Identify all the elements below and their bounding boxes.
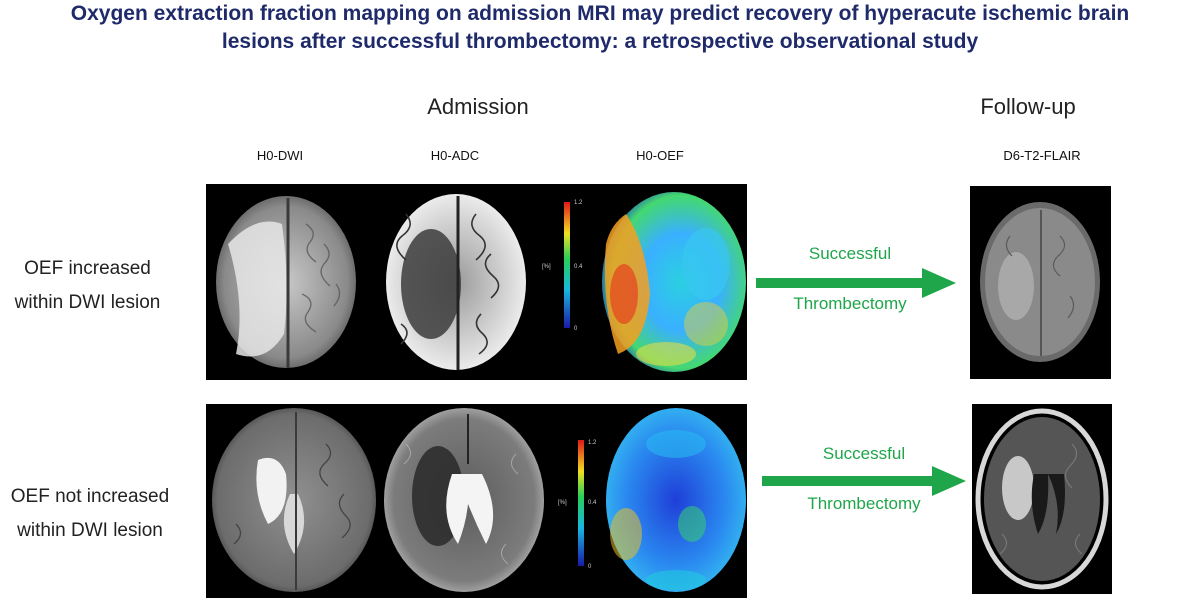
title-line-1: Oxygen extraction fraction mapping on ad…	[70, 2, 1130, 25]
oef-colorbar-row-2: 1.2 0.4 0 [%]	[558, 440, 597, 570]
oef-image-row-1	[602, 192, 746, 372]
colorbar-top-label: 1.2	[574, 200, 583, 206]
arrow-2	[762, 466, 966, 496]
row-label-1: OEF increased within DWI lesion	[0, 252, 175, 320]
colorbar-unit-label: [%]	[558, 500, 567, 506]
arrow-2-line-1: Successful	[822, 444, 906, 463]
mri-strip-row-1: 1.2 0.4 0 [%]	[206, 184, 747, 380]
oef-colorbar-row-1: 1.2 0.4 0 [%]	[542, 200, 583, 332]
row-label-2-line-1: OEF not increased	[10, 486, 170, 507]
dwi-image-row-2	[212, 408, 376, 592]
oef-image-row-2	[606, 408, 746, 592]
column-header-oef: H0-OEF	[636, 148, 684, 163]
colorbar-bottom-label: 0	[574, 326, 578, 332]
arrow-1-line-1: Successful	[808, 244, 892, 263]
colorbar-bottom-label: 0	[588, 564, 592, 570]
arrow-1-line-2: Thrombectomy	[793, 294, 907, 313]
colorbar-unit-label: [%]	[542, 264, 551, 270]
row-label-1-line-1: OEF increased	[24, 258, 151, 279]
colorbar-top-label: 1.2	[588, 440, 597, 446]
adc-image-row-2	[384, 408, 544, 592]
mri-strip-row-2: 1.2 0.4 0 [%]	[206, 404, 747, 598]
admission-header: Admission	[427, 94, 529, 119]
title-line-2: lesions after successful thrombectomy: a…	[221, 30, 979, 53]
column-header-adc: H0-ADC	[430, 148, 480, 163]
adc-image-row-1	[386, 194, 526, 370]
column-header-flair: D6-T2-FLAIR	[1003, 148, 1081, 163]
figure-title: Oxygen extraction fraction mapping on ad…	[0, 0, 1200, 56]
row-label-2-line-2: within DWI lesion	[17, 520, 163, 541]
arrow-1	[756, 268, 956, 298]
flair-image-row-2	[972, 404, 1112, 594]
dwi-image-row-1	[216, 196, 356, 368]
arrow-2-line-2: Thrombectomy	[807, 494, 921, 513]
row-label-2: OEF not increased within DWI lesion	[0, 480, 180, 548]
column-header-dwi: H0-DWI	[256, 148, 304, 163]
flair-image-row-1	[970, 186, 1111, 379]
followup-header: Follow-up	[980, 94, 1076, 119]
row-label-1-line-2: within DWI lesion	[14, 292, 161, 313]
colorbar-mid-label: 0.4	[574, 264, 583, 270]
colorbar-mid-label: 0.4	[588, 500, 597, 506]
